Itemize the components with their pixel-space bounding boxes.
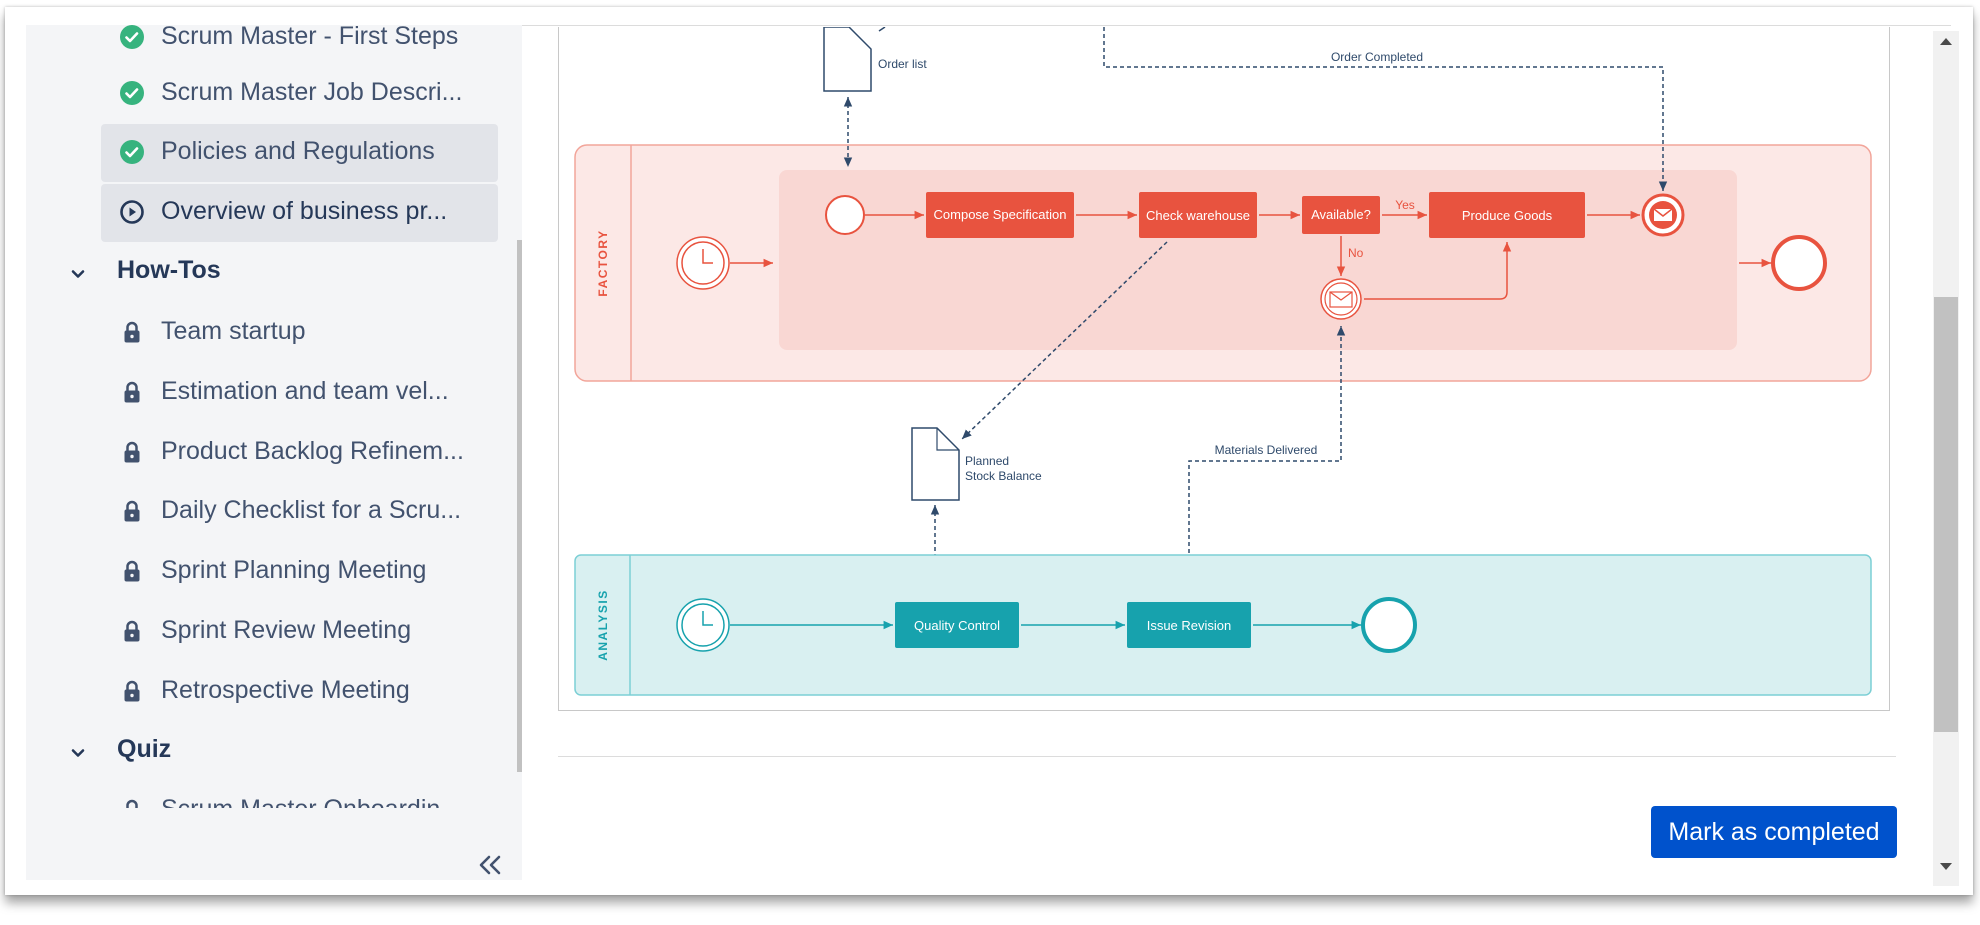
message-end-event-icon[interactable] [1641,193,1685,237]
sidebar-clip: Scrum Master Onboardin... [26,25,496,808]
sidebar-item-label: Scrum Master Job Descri... [161,78,463,106]
sidebar-item-label: Sprint Review Meeting [161,616,412,644]
task-check-warehouse[interactable] [1139,192,1257,238]
sidebar-scrollbar-thumb[interactable] [517,240,522,772]
flow-label: Order Completed [1331,50,1423,64]
lock-icon [124,500,140,522]
main-scrollbar-thumb[interactable] [1934,297,1958,732]
message-flow [1103,27,1668,191]
task-label: Available? [1311,207,1371,222]
lock-icon [124,441,140,463]
flow-label-yes: Yes [1395,198,1415,212]
lock-icon [124,321,140,343]
task-label: Quality Control [914,618,1000,633]
check-circle-icon [120,81,144,105]
sidebar-item-sprint-planning-meeting[interactable]: Sprint Planning Meeting [101,543,498,601]
sidebar-item-label: Product Backlog Refinem... [161,437,464,465]
end-event[interactable] [1771,235,1827,291]
subprocess-start-event[interactable] [825,195,865,235]
factory-subprocess [779,170,1737,350]
sidebar-item-retrospective-meeting[interactable]: Retrospective Meeting [101,663,498,721]
task-produce-goods[interactable] [1429,192,1585,238]
sidebar: Scrum Master - First Steps Scrum Master … [26,25,522,880]
divider [558,756,1896,757]
bpmn-diagram-canvas: FACTORY Compose Specification Check ware… [574,27,1872,696]
lock-icon [124,620,140,642]
task-label: Compose Specification [934,207,1067,222]
task-compose-specification[interactable] [926,192,1074,238]
data-association [961,241,1168,440]
sidebar-item-label: Daily Checklist for a Scru... [161,496,462,524]
scroll-up-arrow-icon[interactable] [1940,38,1952,45]
sidebar-item-label: Retrospective Meeting [161,676,410,704]
data-object-planned-stock-balance-icon[interactable] [911,427,960,501]
data-label: Planned [965,454,1009,468]
lane-label-factory: FACTORY [596,229,610,296]
task-label: Check warehouse [1146,208,1250,223]
sidebar-item-estimation-and-team-velocity[interactable]: Estimation and team vel... [101,364,498,422]
scroll-down-arrow-icon[interactable] [1940,863,1952,870]
app-window: Scrum Master - First Steps Scrum Master … [5,7,1973,895]
sidebar-item-label: Overview of business pr... [161,197,448,225]
message-flow [1188,326,1346,595]
lock-icon [124,560,140,582]
flow-label: Materials Delivered [1215,443,1318,457]
sidebar-item-sprint-review-meeting[interactable]: Sprint Review Meeting [101,603,498,661]
sidebar-item-scrum-master-job-description[interactable]: Scrum Master Job Descri... [101,65,498,123]
sidebar-item-label: Sprint Planning Meeting [161,556,427,584]
sidebar-item-label: Scrum Master Onboardin... [161,795,461,808]
sidebar-item-label: Team startup [161,317,306,345]
data-association [878,27,886,32]
data-object-order-list-icon[interactable] [823,27,872,92]
play-circle-icon [120,200,144,224]
section-title: Quiz [117,735,172,763]
sidebar-item-overview-of-business-processes[interactable]: Overview of business pr... [101,184,498,242]
sidebar-item-label: Scrum Master - First Steps [161,25,459,50]
mark-as-completed-button[interactable]: Mark as completed [1651,806,1897,858]
check-circle-icon [120,140,144,164]
lane-label-analysis: ANALYSIS [596,589,610,661]
data-label: Stock Balance [965,469,1042,483]
task-label: Issue Revision [1147,618,1232,633]
sidebar-item-label: Estimation and team vel... [161,377,449,405]
section-title: How-Tos [117,256,221,284]
sidebar-item-scrum-master-first-steps[interactable]: Scrum Master - First Steps [101,25,498,67]
sidebar-item-daily-checklist[interactable]: Daily Checklist for a Scru... [101,483,498,541]
sequence-flow [1364,242,1512,300]
task-quality-control[interactable] [895,602,1019,648]
chevron-down-icon[interactable] [66,262,90,286]
sidebar-item-label: Policies and Regulations [161,137,435,165]
timer-start-event-icon[interactable] [676,598,730,652]
sidebar-item-team-startup[interactable]: Team startup [101,304,498,362]
timer-start-event-icon[interactable] [676,236,730,290]
message-catch-event-icon[interactable] [1320,278,1362,320]
task-label: Produce Goods [1462,208,1553,223]
divider [26,25,1951,26]
lock-icon [124,381,140,403]
sidebar-item-product-backlog-refinement[interactable]: Product Backlog Refinem... [101,424,498,482]
check-circle-icon [120,25,144,49]
chevron-down-icon[interactable] [66,741,90,765]
end-event[interactable] [1361,597,1417,653]
gateway-available[interactable] [1302,196,1380,234]
sidebar-item-policies-and-regulations[interactable]: Policies and Regulations [101,124,498,182]
lock-icon [124,680,140,702]
sidebar-item-scrum-master-onboarding-quiz[interactable]: Scrum Master Onboardin... [101,782,496,808]
lock-icon [126,799,138,808]
double-chevron-left-icon[interactable] [475,850,505,880]
data-label: Order list [878,57,927,71]
bpmn-diagram: FACTORY Compose Specification Check ware… [558,27,1890,711]
flow-label-no: No [1348,246,1364,260]
task-issue-revision[interactable] [1127,602,1251,648]
